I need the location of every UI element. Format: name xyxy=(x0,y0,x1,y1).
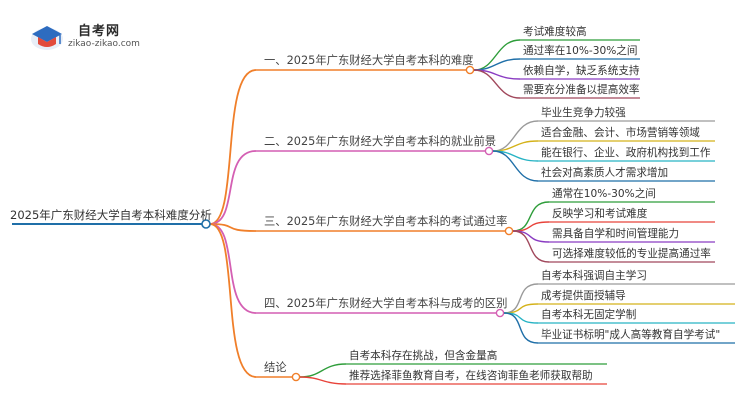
leaf-connector xyxy=(299,363,347,378)
branch-node[interactable] xyxy=(495,308,505,318)
branch-connector xyxy=(209,150,257,225)
leaf-connector xyxy=(503,312,539,324)
leaf-connector xyxy=(512,230,550,263)
leaf-label[interactable]: 适合金融、会计、市场营销等领域 xyxy=(541,127,700,139)
leaf-label[interactable]: 推荐选择菲鱼教育自考，在线咨询菲鱼老师获取帮助 xyxy=(349,370,593,382)
leaf-label[interactable]: 社会对高素质人才需求增加 xyxy=(541,167,669,179)
leaf-connector xyxy=(512,230,550,243)
root-node[interactable] xyxy=(201,219,211,229)
leaf-label[interactable]: 自考本科无固定学制 xyxy=(541,309,637,321)
leaf-label[interactable]: 通常在10%-30%之间 xyxy=(552,188,656,200)
leaf-label[interactable]: 通过率在10%-30%之间 xyxy=(523,45,638,57)
branch-label[interactable]: 一、2025年广东财经大学自考本科的难度 xyxy=(264,54,474,67)
leaf-connector xyxy=(503,312,539,344)
branch-connector xyxy=(209,223,257,378)
branch-label[interactable]: 三、2025年广东财经大学自考本科的考试通过率 xyxy=(264,215,508,228)
leaf-label[interactable]: 反映学习和考试难度 xyxy=(552,208,648,220)
leaf-connector xyxy=(473,39,521,71)
branch-node[interactable] xyxy=(504,226,514,236)
root-node-label[interactable]: 2025年广东财经大学自考本科难度分析 xyxy=(10,208,212,222)
branch-node[interactable] xyxy=(465,65,475,75)
branch-label[interactable]: 结论 xyxy=(264,361,287,374)
graduation-cap-icon xyxy=(31,26,63,50)
leaf-label[interactable]: 自考本科存在挑战，但含金量高 xyxy=(349,350,498,362)
leaf-connector xyxy=(473,69,521,99)
leaf-connector xyxy=(492,150,539,182)
leaf-label[interactable]: 需具备自学和时间管理能力 xyxy=(552,228,680,240)
leaf-connector xyxy=(492,120,539,152)
branch-label[interactable]: 四、2025年广东财经大学自考本科与成考的区别 xyxy=(264,297,508,310)
leaf-label[interactable]: 考试难度较高 xyxy=(523,26,587,38)
branch-connector xyxy=(209,223,257,232)
leaf-label[interactable]: 能在银行、企业、政府机构找到工作 xyxy=(541,147,711,159)
site-logo[interactable]: 自考网 zikao-zikao.com xyxy=(28,18,148,54)
branch-node[interactable] xyxy=(484,146,494,156)
logo-url: zikao-zikao.com xyxy=(68,39,140,49)
leaf-label[interactable]: 依赖自学，缺乏系统支持 xyxy=(523,65,640,77)
branch-label[interactable]: 二、2025年广东财经大学自考本科的就业前景 xyxy=(264,135,497,148)
leaf-label[interactable]: 自考本科强调自主学习 xyxy=(541,270,647,282)
leaf-connector xyxy=(299,376,347,385)
leaf-label[interactable]: 需要充分准备以提高效率 xyxy=(523,84,640,96)
leaf-label[interactable]: 可选择难度较低的专业提高通过率 xyxy=(552,248,711,260)
leaf-label[interactable]: 毕业生竞争力较强 xyxy=(541,107,626,119)
leaf-label[interactable]: 毕业证书标明"成人高等教育自学考试" xyxy=(541,329,721,341)
logo-title: 自考网 xyxy=(78,24,121,39)
branch-connector xyxy=(209,223,257,314)
branch-node[interactable] xyxy=(291,372,301,382)
leaf-label[interactable]: 成考提供面授辅导 xyxy=(541,290,626,302)
branch-connector xyxy=(209,69,257,225)
